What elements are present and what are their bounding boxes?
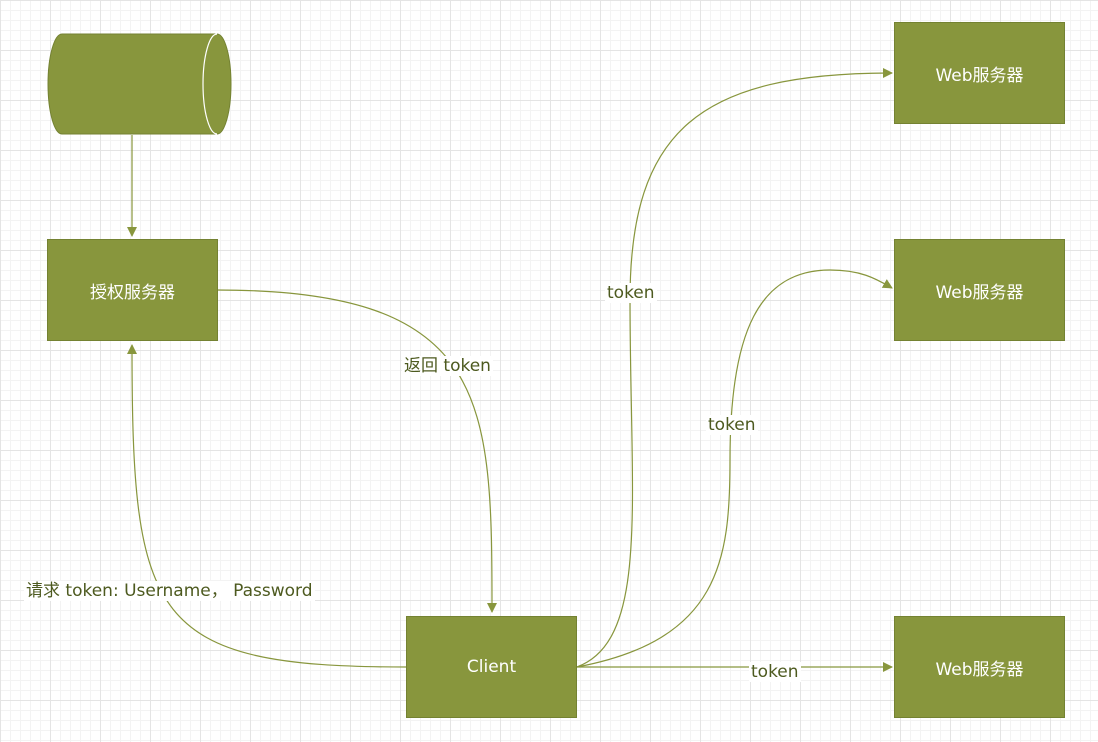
- edge-client-to-auth: [127, 344, 407, 668]
- edge-auth-to-client: [216, 289, 497, 613]
- edge-label-return-token: 返回 token: [402, 356, 493, 376]
- edge-label-token-web-3: token: [749, 662, 801, 682]
- edge-label-token-web-1: token: [605, 283, 657, 303]
- web-server-node-1: Web服务器: [894, 22, 1065, 124]
- edge-client-to-web-1: [576, 68, 893, 668]
- client-node: Client: [406, 616, 577, 718]
- web-server-node-2: Web服务器: [894, 239, 1065, 341]
- auth-server-node: 授权服务器: [47, 239, 218, 341]
- client-label: Client: [466, 657, 517, 677]
- database-cylinder-shape: [47, 33, 232, 135]
- edge-label-request-token: 请求 token: Username， Password: [24, 581, 315, 601]
- web-server-node-3: Web服务器: [894, 616, 1065, 718]
- auth-server-label: 授权服务器: [90, 282, 175, 303]
- edge-client-to-web-2: [576, 269, 893, 668]
- web-server-2-label: Web服务器: [935, 282, 1024, 303]
- web-server-1-label: Web服务器: [935, 65, 1024, 86]
- edge-label-token-web-2: token: [706, 415, 758, 435]
- web-server-3-label: Web服务器: [935, 659, 1024, 680]
